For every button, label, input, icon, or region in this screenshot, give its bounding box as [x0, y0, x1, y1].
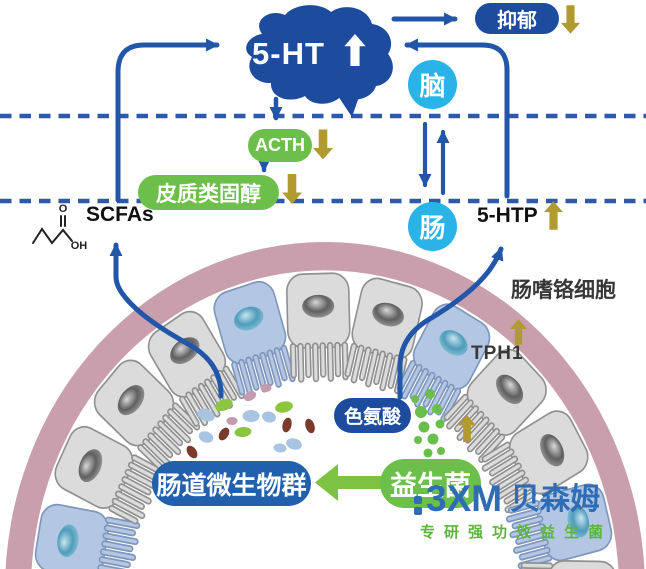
- probiotics-pill: 益生菌: [380, 459, 481, 508]
- serotonin-label: 5-HT: [252, 36, 325, 71]
- five-htp-up-arrow-icon: [544, 201, 563, 230]
- arrow-scfas-to-serotonin: [115, 38, 220, 203]
- gut-microbes: [186, 384, 315, 459]
- arrow-5htp-to-serotonin: [404, 38, 510, 199]
- depression-pill: 抑郁: [475, 3, 559, 34]
- depression-down-arrow-icon: [561, 5, 580, 34]
- acth-pill: ACTH: [248, 129, 312, 162]
- brain-organ-badge: 脑: [408, 60, 457, 109]
- tph1-up-arrow-icon: [510, 319, 527, 345]
- five-htp-label: 5-HTP: [477, 204, 538, 227]
- scfa-molecule-icon: O OH: [32, 203, 88, 252]
- tryptophan-pill: 色氨酸: [334, 398, 411, 433]
- arrow-probiotics-to-microbiota: [315, 464, 396, 501]
- pathway-arrows: [109, 12, 510, 400]
- scfas-label: SCFAs: [86, 203, 154, 226]
- arrow-tryptophan-to-5htp: [397, 246, 504, 400]
- watermark-brand: 贝森姆: [510, 483, 601, 517]
- watermark-logo-dots-icon: [414, 493, 422, 516]
- watermark-tagline: 专研强功效益生菌: [420, 524, 613, 542]
- chem-oxygen-label: O: [59, 203, 68, 215]
- watermark: 3XM 贝森姆 专研强功效益生菌: [414, 478, 613, 542]
- enterochromaffin-cell-label: 肠嗜铬细胞: [511, 279, 616, 302]
- chem-hydroxyl-label: OH: [71, 240, 88, 252]
- brain-shape: [246, 5, 393, 117]
- dashed-boundary-lines: [0, 113, 646, 204]
- arrow-microbiota-to-scfas: [109, 242, 224, 399]
- tph1-label: TPH1: [471, 343, 524, 364]
- probiotics-up-arrow-icon: [458, 415, 476, 442]
- probiotic-dots: [411, 389, 445, 458]
- serotonin-up-arrow-icon: [344, 34, 366, 66]
- epithelial-cell: [285, 271, 352, 384]
- acth-down-arrow-icon: [313, 129, 333, 160]
- watermark-logo: 3XM: [426, 478, 503, 519]
- corticosteroid-pill: 皮质类固醇: [138, 175, 279, 210]
- corticosteroid-down-arrow-icon: [282, 174, 302, 204]
- gut-organ-badge: 肠: [408, 202, 457, 251]
- gut-microbiota-pill: 肠道微生物群: [152, 461, 311, 506]
